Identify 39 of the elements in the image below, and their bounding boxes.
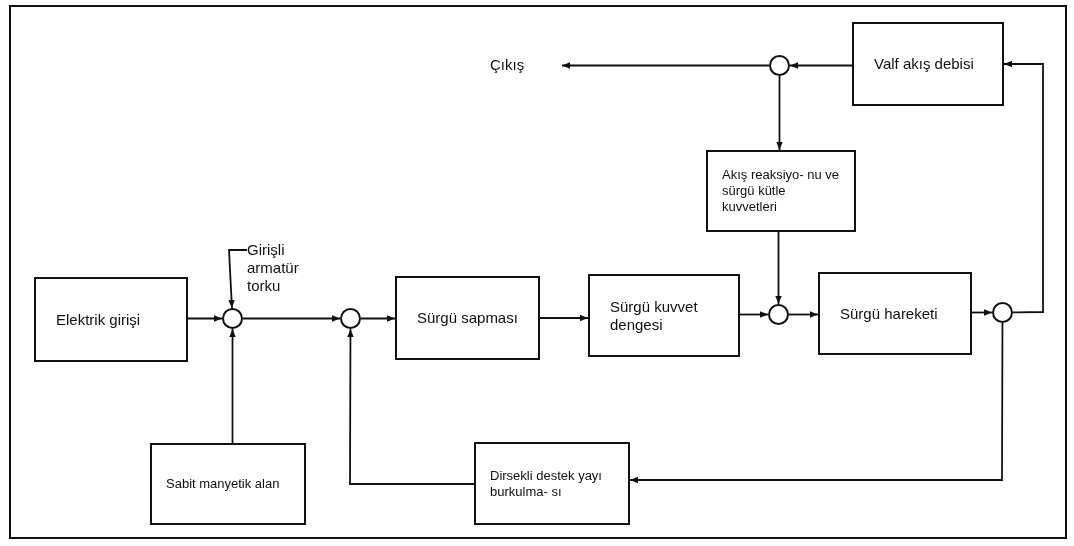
- arrow: [360, 315, 396, 322]
- summing-junction: [992, 302, 1013, 323]
- box-label: Sürgü hareketi: [840, 304, 938, 323]
- arrow: [789, 62, 853, 69]
- arrow: [739, 311, 769, 318]
- arrow: [788, 311, 819, 318]
- arrow: [1003, 60, 1044, 314]
- arrow: [629, 322, 1004, 484]
- box-label: Sürgü sapması: [417, 309, 518, 327]
- box-label: Elektrik girişi: [56, 310, 141, 329]
- arrow: [561, 62, 770, 69]
- signal-label: Girişli armatür torku: [247, 236, 331, 300]
- arrow: [776, 75, 783, 151]
- box-label: Sabit manyetik alan: [166, 476, 280, 492]
- process-box: [588, 274, 740, 357]
- summing-junction: [222, 308, 243, 329]
- arrow: [971, 309, 993, 316]
- arrow: [539, 314, 589, 322]
- arrow: [775, 231, 782, 305]
- process-box: [706, 150, 856, 232]
- summing-junction: [768, 304, 789, 325]
- box-label: Sürgü kuvvet dengesi: [610, 297, 699, 334]
- process-box: [818, 272, 972, 355]
- process-box: [150, 443, 306, 525]
- arrow: [229, 328, 236, 444]
- arrow: [187, 315, 223, 322]
- arrow: [347, 328, 475, 485]
- signal-label: Çıkış: [490, 54, 562, 76]
- arrow: [242, 315, 341, 322]
- summing-junction: [769, 55, 790, 76]
- process-box: [34, 277, 188, 362]
- process-box: [474, 442, 630, 525]
- summing-junction: [340, 308, 361, 329]
- box-label: Valf akış debisi: [874, 55, 974, 73]
- process-box: [395, 276, 540, 360]
- process-box: [852, 22, 1004, 106]
- arrow: [228, 249, 248, 309]
- box-label: Akış reaksiyo- nu ve sürgü kütle kuvvetleri: [722, 167, 841, 215]
- box-label: Dirsekli destek yayı burkulma- sı: [490, 467, 603, 500]
